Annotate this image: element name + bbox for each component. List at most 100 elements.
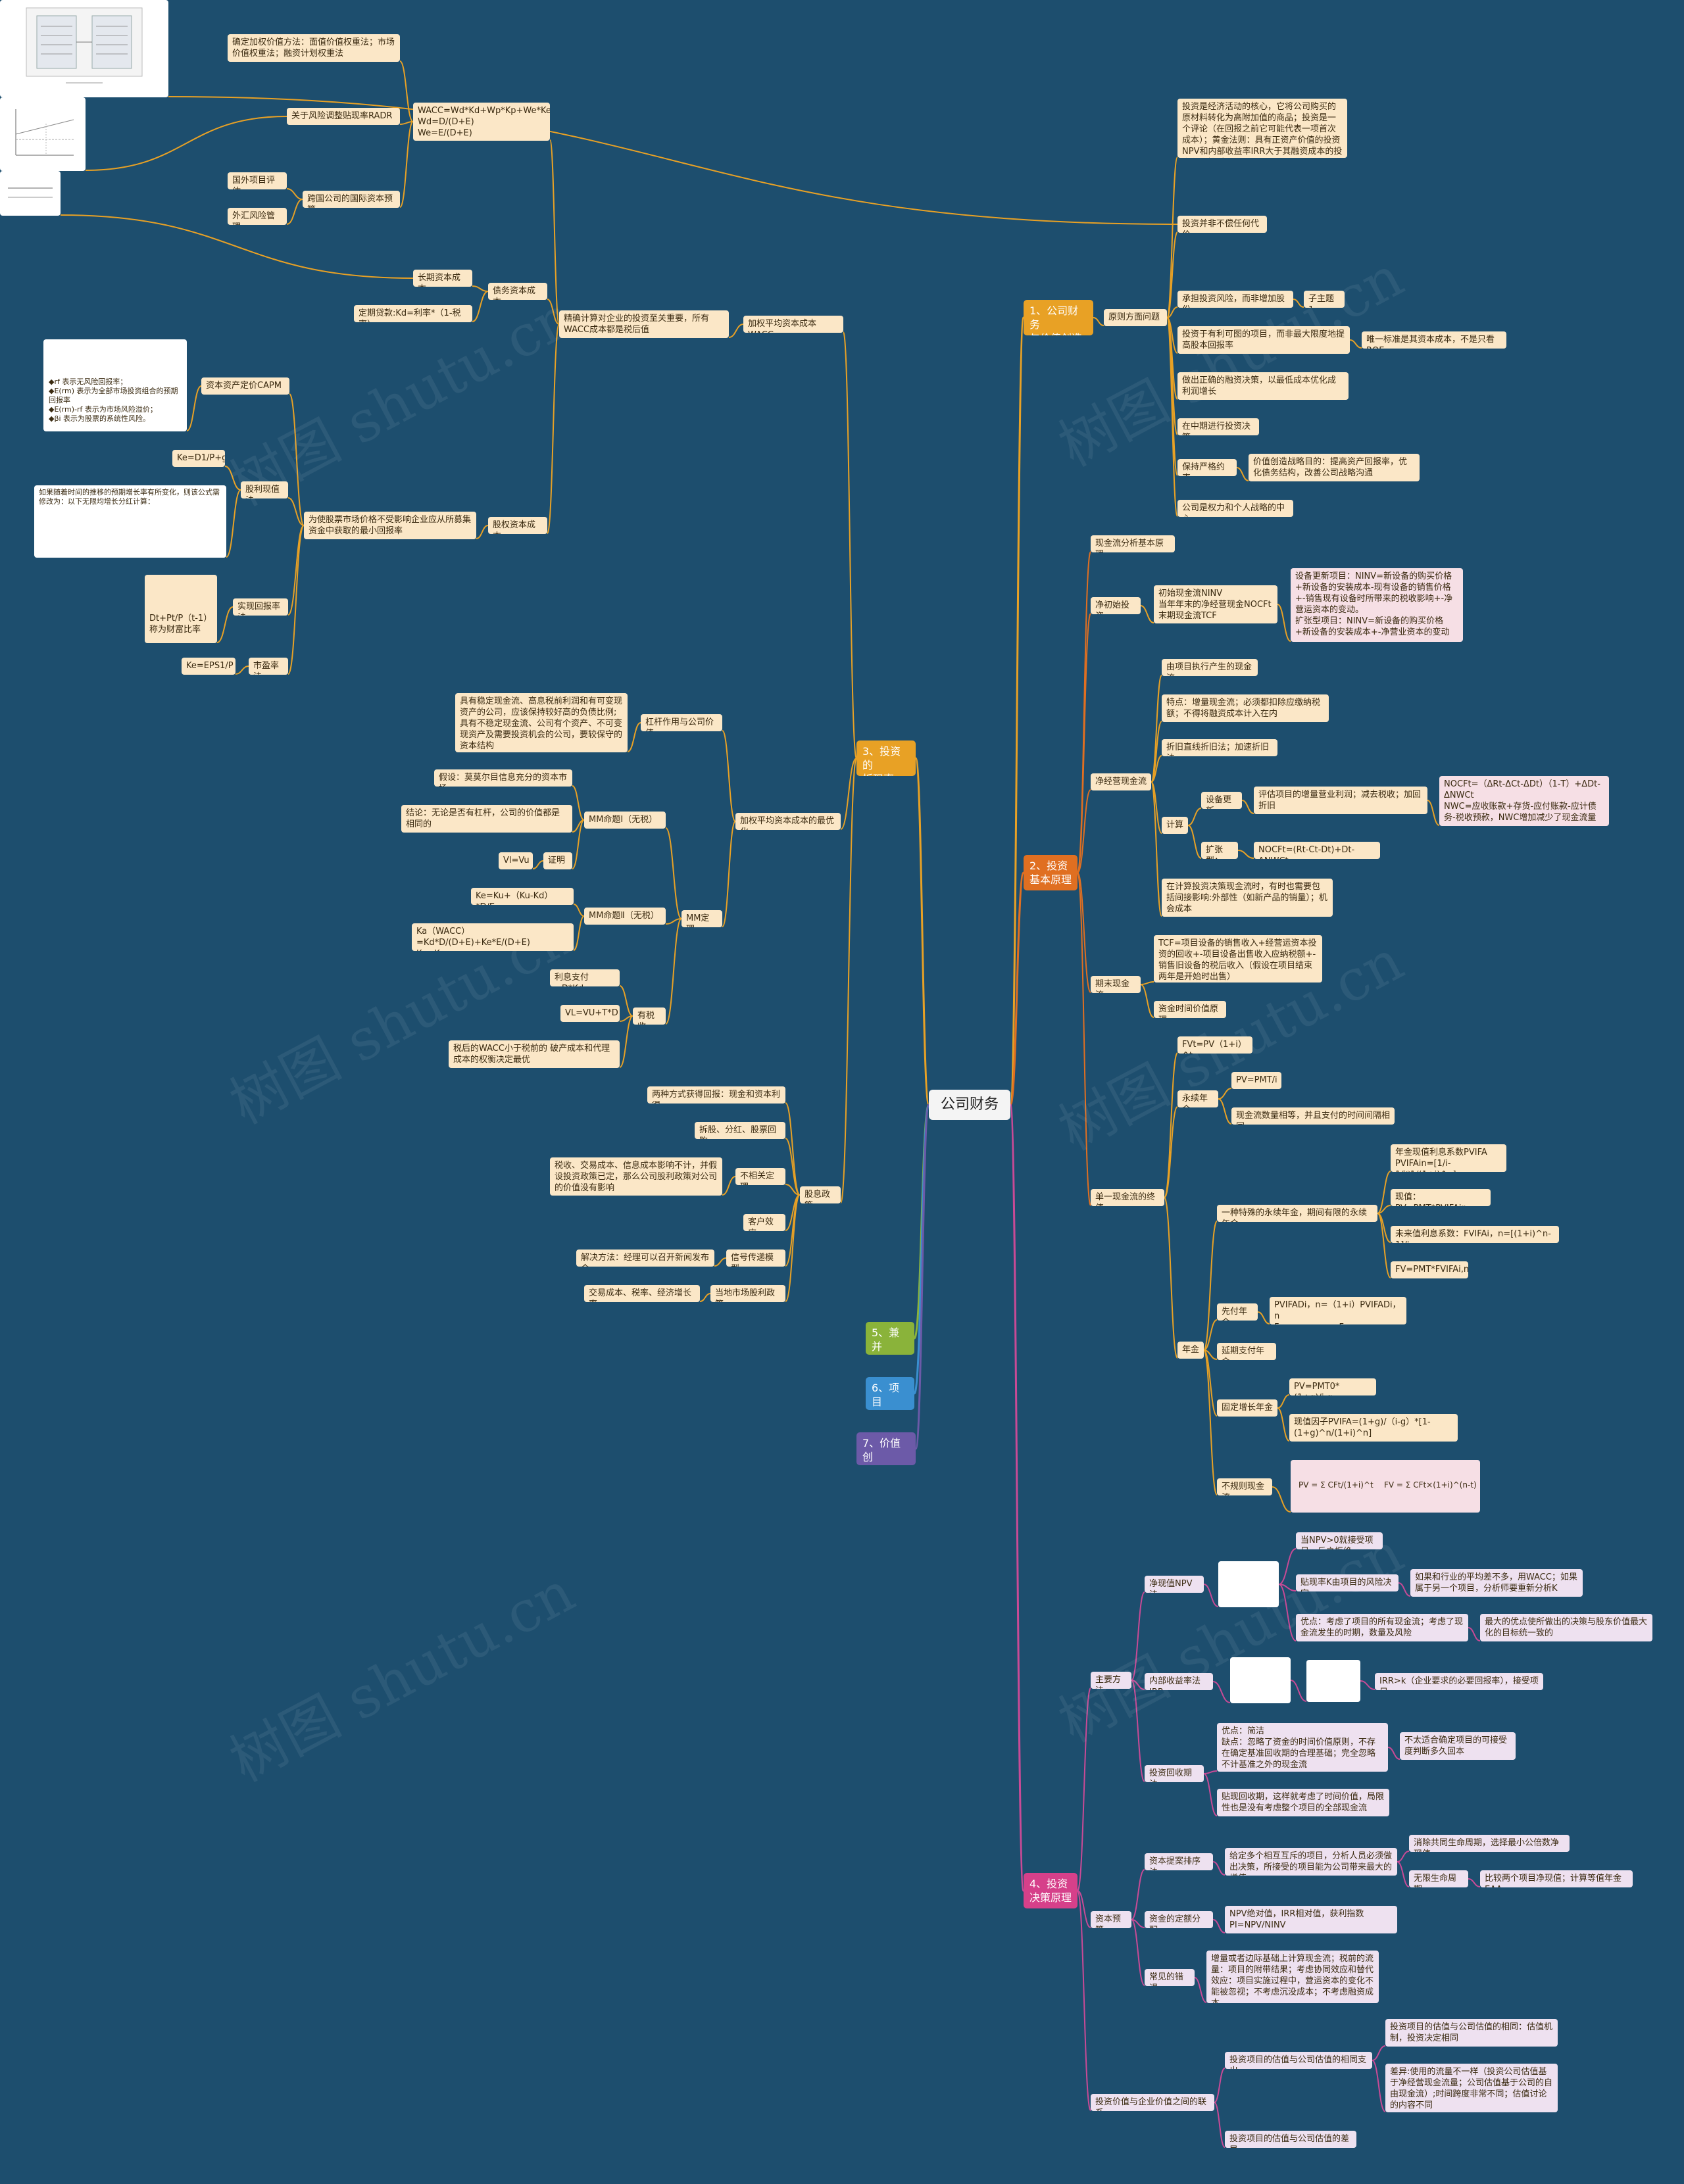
- eaa-comparison[interactable]: 比较两个项目净现值；计算等值年金EAA: [1480, 1870, 1633, 1887]
- equity-cost[interactable]: 股权资本成本: [488, 517, 547, 534]
- mm-with-tax[interactable]: 有税收: [633, 1007, 666, 1025]
- principle-take-risk[interactable]: 承担投资风险，而非增加股份: [1177, 291, 1293, 308]
- ncf-features[interactable]: 特点：增量现金流；必须都扣除应缴纳税额；不得将融资成本计入在内: [1162, 694, 1329, 722]
- growing-annuity[interactable]: 固定增长年金: [1217, 1399, 1277, 1417]
- irrelevance-theorem[interactable]: 不相关定理: [735, 1168, 785, 1185]
- investment-firm-value-link[interactable]: 投资价值与企业价值之间的联系: [1091, 2094, 1214, 2111]
- mm1-assumption[interactable]: 假设：莫莫尔目信息充分的资本市场: [434, 769, 572, 787]
- branch-value-organization[interactable]: 7、价值创 造的组织: [856, 1432, 916, 1465]
- valuation-differences[interactable]: 投资项目的估值与公司估值的差异: [1225, 2131, 1356, 2148]
- principle-profitable-projects[interactable]: 投资于有利可图的项目，而非最大限度地提高股本回报率: [1177, 326, 1350, 354]
- ncf-indirect-effects[interactable]: 在计算投资决策现金流时，有时也需要包括间接影响:外部性（如新产品的销量）；机会成…: [1162, 879, 1333, 917]
- branch-investment-basics[interactable]: 2、投资 基本原理: [1024, 855, 1077, 890]
- common-lifecycle[interactable]: 消除共同生命周期，选择最小公倍数净现值: [1409, 1835, 1570, 1852]
- leverage-value[interactable]: 杠杆作用与公司价值: [641, 714, 722, 731]
- rationing-metrics[interactable]: NPV绝对值，IRR相对值，获利指数PI=NPV/NINV: [1225, 1906, 1397, 1933]
- capital-rationing[interactable]: 资金的定额分配: [1145, 1911, 1213, 1928]
- mm-proposition-1[interactable]: MM命题Ⅰ（无税）: [584, 812, 666, 829]
- capital-budgeting[interactable]: 资本预算: [1091, 1911, 1131, 1928]
- branch-discount-rate[interactable]: 3、投资的 折现率: [856, 740, 916, 776]
- principle-power-center[interactable]: 公司是权力和个人战略的中心: [1177, 500, 1293, 517]
- single-cashflow-fv[interactable]: 单一现金流的终值: [1091, 1189, 1164, 1206]
- perpetuity-pv[interactable]: PV=PMT/i: [1231, 1072, 1281, 1089]
- net-operating-cashflow[interactable]: 净经营现金流: [1091, 773, 1151, 790]
- fv-formula[interactable]: FVt=PV（1+i）^t: [1177, 1036, 1252, 1054]
- perpetuity[interactable]: 永续年金: [1177, 1090, 1218, 1107]
- proposal-ranking[interactable]: 资本提案排序法: [1145, 1853, 1213, 1870]
- branch-mergers[interactable]: 5、兼并 与收购: [866, 1322, 914, 1355]
- nocf-update-formula[interactable]: NOCFt=（ΔRt-ΔCt-ΔDt）（1-T）+ΔDt-ΔNWCt NWC=应…: [1439, 776, 1609, 826]
- pe-method[interactable]: 市盈率法: [249, 658, 288, 675]
- dividend-policy[interactable]: 股息政策: [800, 1186, 841, 1203]
- split-dividend-buyback[interactable]: 拆股、分红、股票回购: [695, 1122, 785, 1139]
- annuity-due[interactable]: 先付年金: [1217, 1303, 1258, 1321]
- leverage-description[interactable]: 具有稳定现金流、高息税前利润和有可变现资产的公司，应该保持较好高的负债比例;具有…: [455, 693, 628, 752]
- fx-risk-management[interactable]: 外汇风险管理: [228, 208, 287, 225]
- return-ways[interactable]: 两种方式获得回报：现金和资本利得: [647, 1086, 785, 1104]
- valuation-differences-detail[interactable]: 差异:使用的流量不一样（投资公司估值基于净经营现金流量；公司估值基于公司的自由现…: [1385, 2064, 1558, 2112]
- npv-accept-rule[interactable]: 当NPV>0就接受项目，反之拒绝: [1296, 1532, 1383, 1549]
- annuity-pv[interactable]: 现值：PV=PMT*PVIFAin: [1391, 1189, 1491, 1206]
- root-node[interactable]: 公司财务: [929, 1090, 1010, 1120]
- tcf-definition[interactable]: TCF=项目设备的销售收入+经营运资本投资的回收+-项目设备出售收入应纳税额+-…: [1154, 935, 1322, 983]
- common-errors[interactable]: 常见的错误: [1145, 1969, 1195, 1986]
- terminal-cashflow[interactable]: 期末现金流: [1091, 976, 1141, 993]
- foreign-project-evaluation[interactable]: 国外项目评估: [228, 172, 287, 189]
- mm-theorem[interactable]: MM定理: [681, 910, 722, 927]
- dividend-pv-method[interactable]: 股利现值法: [241, 481, 288, 498]
- irr-accept-rule[interactable]: IRR>k（企业要求的必要回报率），接受项目: [1375, 1673, 1543, 1690]
- branch-project-finance[interactable]: 6、项目 融资: [866, 1377, 914, 1410]
- npv-shareholder-value[interactable]: 最大的优点使所做出的决策与股东价值最大化的目标统一致的: [1480, 1614, 1652, 1641]
- npv-discount-rate[interactable]: 贴现率K由项目的风险决定: [1296, 1574, 1399, 1591]
- ncf-calculation[interactable]: 计算: [1162, 817, 1188, 834]
- update-steps[interactable]: 评估项目的增量营业利润；减去税收；加回折旧: [1254, 787, 1427, 814]
- wacc-formula[interactable]: WACC=Wd*Kd+Wp*Kp+We*Ke Wd=D/(D+E) We=E/(…: [413, 103, 550, 141]
- expansion-type[interactable]: 扩张型：: [1201, 842, 1238, 859]
- time-value[interactable]: 资金时间价值原理: [1154, 1001, 1226, 1018]
- main-methods[interactable]: 主要方法: [1091, 1672, 1131, 1689]
- mm1-value-equality[interactable]: Vl=Vu: [499, 852, 533, 869]
- realized-return-method[interactable]: 实现回报率法: [233, 598, 288, 616]
- pe-formula[interactable]: Ke=EPS1/P: [182, 658, 235, 675]
- pvifa-formula[interactable]: 年金现值利息系数PVIFA PVIFAin=[1/i-1/i*1/(1+i)^n…: [1391, 1144, 1506, 1172]
- mm1-proof[interactable]: 证明: [543, 852, 572, 869]
- principle-not-any-cost[interactable]: 投资并非不偿任何代价: [1177, 216, 1267, 233]
- signaling-model[interactable]: 信号传递模型: [726, 1250, 785, 1267]
- signaling-solution[interactable]: 解决方法：经理可以召开新闻发布会: [576, 1250, 714, 1267]
- ddm-formula[interactable]: Ke=D1/P+g: [172, 450, 225, 467]
- cashflow-basics[interactable]: 现金流分析基本原理: [1091, 535, 1175, 552]
- ncf-project-generated[interactable]: 由项目执行产生的现金流: [1162, 659, 1258, 676]
- interest-payment[interactable]: 利息支付=D*Kd: [550, 969, 620, 986]
- valuation-same-mechanism[interactable]: 投资项目的估值与公司估值的相同：估值机制，投资决定相同: [1385, 2019, 1558, 2047]
- ninv-formulas[interactable]: 设备更新项目：NINV=新设备的购买价格+新设备的安装成本-现有设备的销售价格+…: [1291, 568, 1463, 642]
- ninv-definition[interactable]: 初始现金流NINV 当年年末的净经营现金NOCFt 末期现金流TCF: [1154, 585, 1277, 623]
- payback-method[interactable]: 投资回收期法: [1145, 1765, 1204, 1782]
- mm2-wacc-formula[interactable]: Ka（WACC）=Kd*D/(D+E)+Ke*E/(D+E) Ka=Ku: [412, 923, 574, 951]
- term-loan-cost[interactable]: 定期贷款:Kd=利率*（1-税率）: [354, 305, 472, 322]
- multinational-budgeting[interactable]: 跨国公司的国际资本预算: [303, 191, 400, 208]
- subtopic-1[interactable]: 子主题 1: [1304, 291, 1345, 308]
- wacc-optimization[interactable]: 加权平均资本成本的最优化: [735, 813, 841, 830]
- perpetuity-definition[interactable]: 现金流数量相等，并且支付的时间间隔相同: [1231, 1107, 1395, 1125]
- principle-midterm[interactable]: 在中期进行投资决策: [1177, 418, 1259, 435]
- errors-description[interactable]: 增量或者边际基础上计算现金流；税前的流量：项目的附带结果；考虑协同效应和替代效应…: [1206, 1951, 1379, 2003]
- npv-method[interactable]: 净现值NPV法: [1145, 1576, 1204, 1593]
- irrelevance-description[interactable]: 税收、交易成本、信息成本影响不计，并假设投资政策已定，那么公司股利政策对公司的价…: [550, 1157, 722, 1196]
- growing-annuity-pv[interactable]: PV=PMT0*(1+g)/i-g: [1289, 1378, 1376, 1395]
- ncf-depreciation[interactable]: 折旧直线折旧法；加速折旧法: [1162, 739, 1277, 756]
- branch-investment-decision[interactable]: 4、投资 决策原理: [1024, 1873, 1077, 1908]
- valuation-similarities[interactable]: 投资项目的估值与公司估值的相同支出: [1225, 2052, 1372, 2069]
- wealth-ratio[interactable]: Dt+Pt/P（t-1） 称为财富比率: [145, 575, 217, 643]
- radr[interactable]: 关于风险调整贴现率RADR: [287, 108, 400, 125]
- principle-discipline[interactable]: 保持严格约束: [1177, 459, 1237, 476]
- ranking-description[interactable]: 给定多个相互互斥的项目，分析人员必须做出决策，所接受的项目能为公司带来最大的增值: [1225, 1848, 1397, 1876]
- equity-cost-definition[interactable]: 为使股票市场价格不受影响企业应从所募集资金中获取的最小回报率: [304, 512, 476, 539]
- equipment-update[interactable]: 设备更新: [1201, 792, 1242, 809]
- npv-advantages[interactable]: 优点：考虑了项目的所有现金流；考虑了现金流发生的时期，数量及风险: [1296, 1614, 1468, 1641]
- branch-corporate-finance[interactable]: 1、公司财务 与价值创造: [1024, 300, 1093, 335]
- levered-value[interactable]: VL=VU+T*D: [560, 1005, 620, 1022]
- annuity[interactable]: 年金: [1177, 1342, 1204, 1359]
- annuity-fv[interactable]: FV=PMT*FVIFAi,n: [1391, 1261, 1468, 1278]
- principle-value-strategy[interactable]: 价值创造战略目的：提高资产回报率，优化债务结构，改善公司战略沟通: [1249, 454, 1420, 481]
